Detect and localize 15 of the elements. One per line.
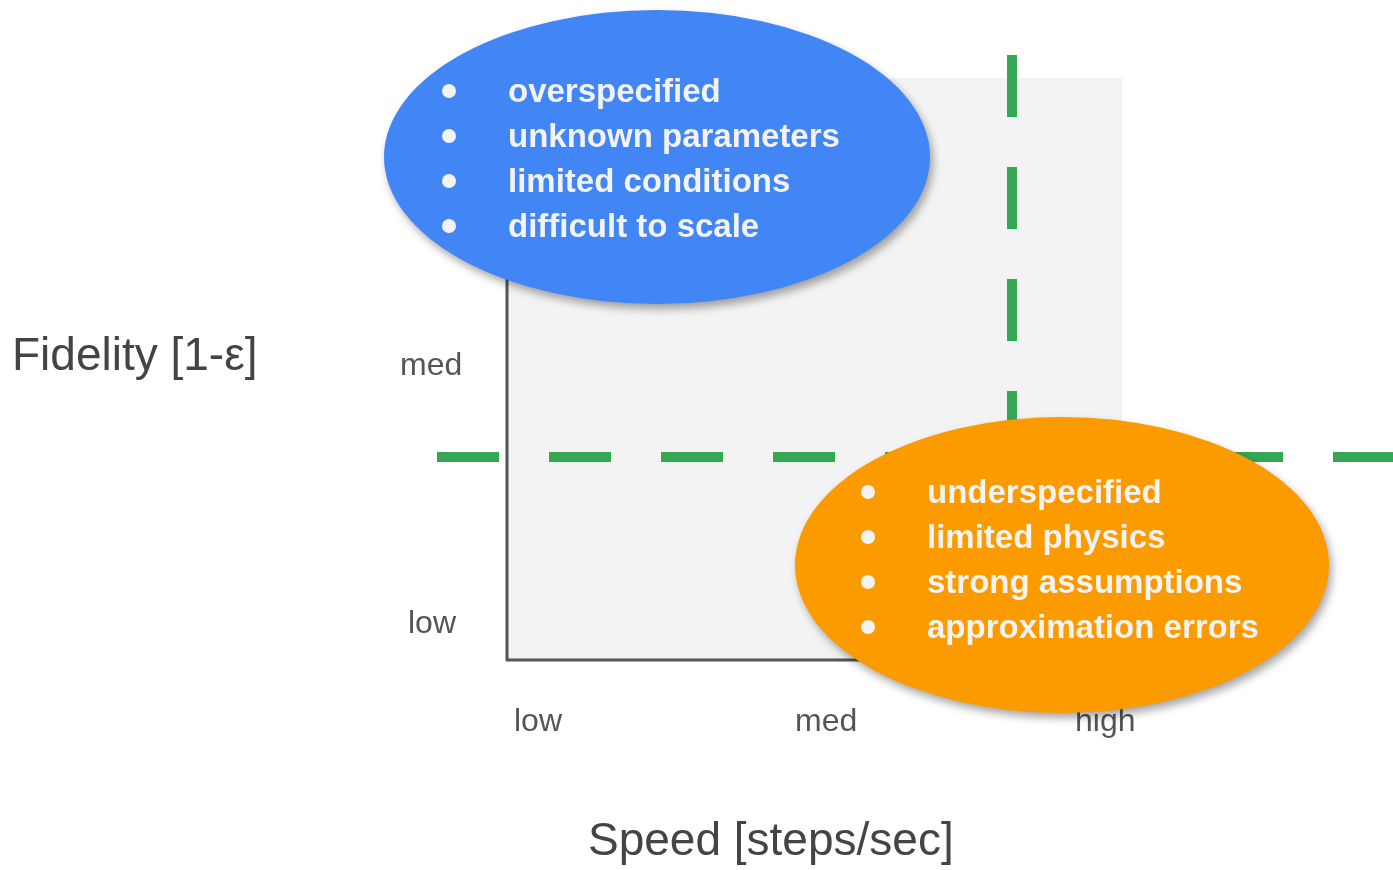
tick-label: med <box>400 346 463 383</box>
bullet-text: unknown parameters <box>508 116 840 156</box>
bullet-text: overspecified <box>508 71 721 111</box>
bullet-text: limited physics <box>927 517 1166 557</box>
bullet-text: limited conditions <box>508 161 791 201</box>
bullet-text: difficult to scale <box>508 206 760 246</box>
tick-label: med <box>795 702 858 739</box>
axis-title: Speed [steps/sec] <box>588 812 954 866</box>
tick-label: high <box>1075 702 1136 739</box>
tick-label: low <box>408 604 456 641</box>
bullet-text: approximation errors <box>927 607 1259 647</box>
bullet-text: underspecified <box>927 472 1162 512</box>
axis-title: Fidelity [1-ε] <box>12 327 258 381</box>
tick-label: low <box>514 702 562 739</box>
bullet-text: strong assumptions <box>927 562 1243 602</box>
